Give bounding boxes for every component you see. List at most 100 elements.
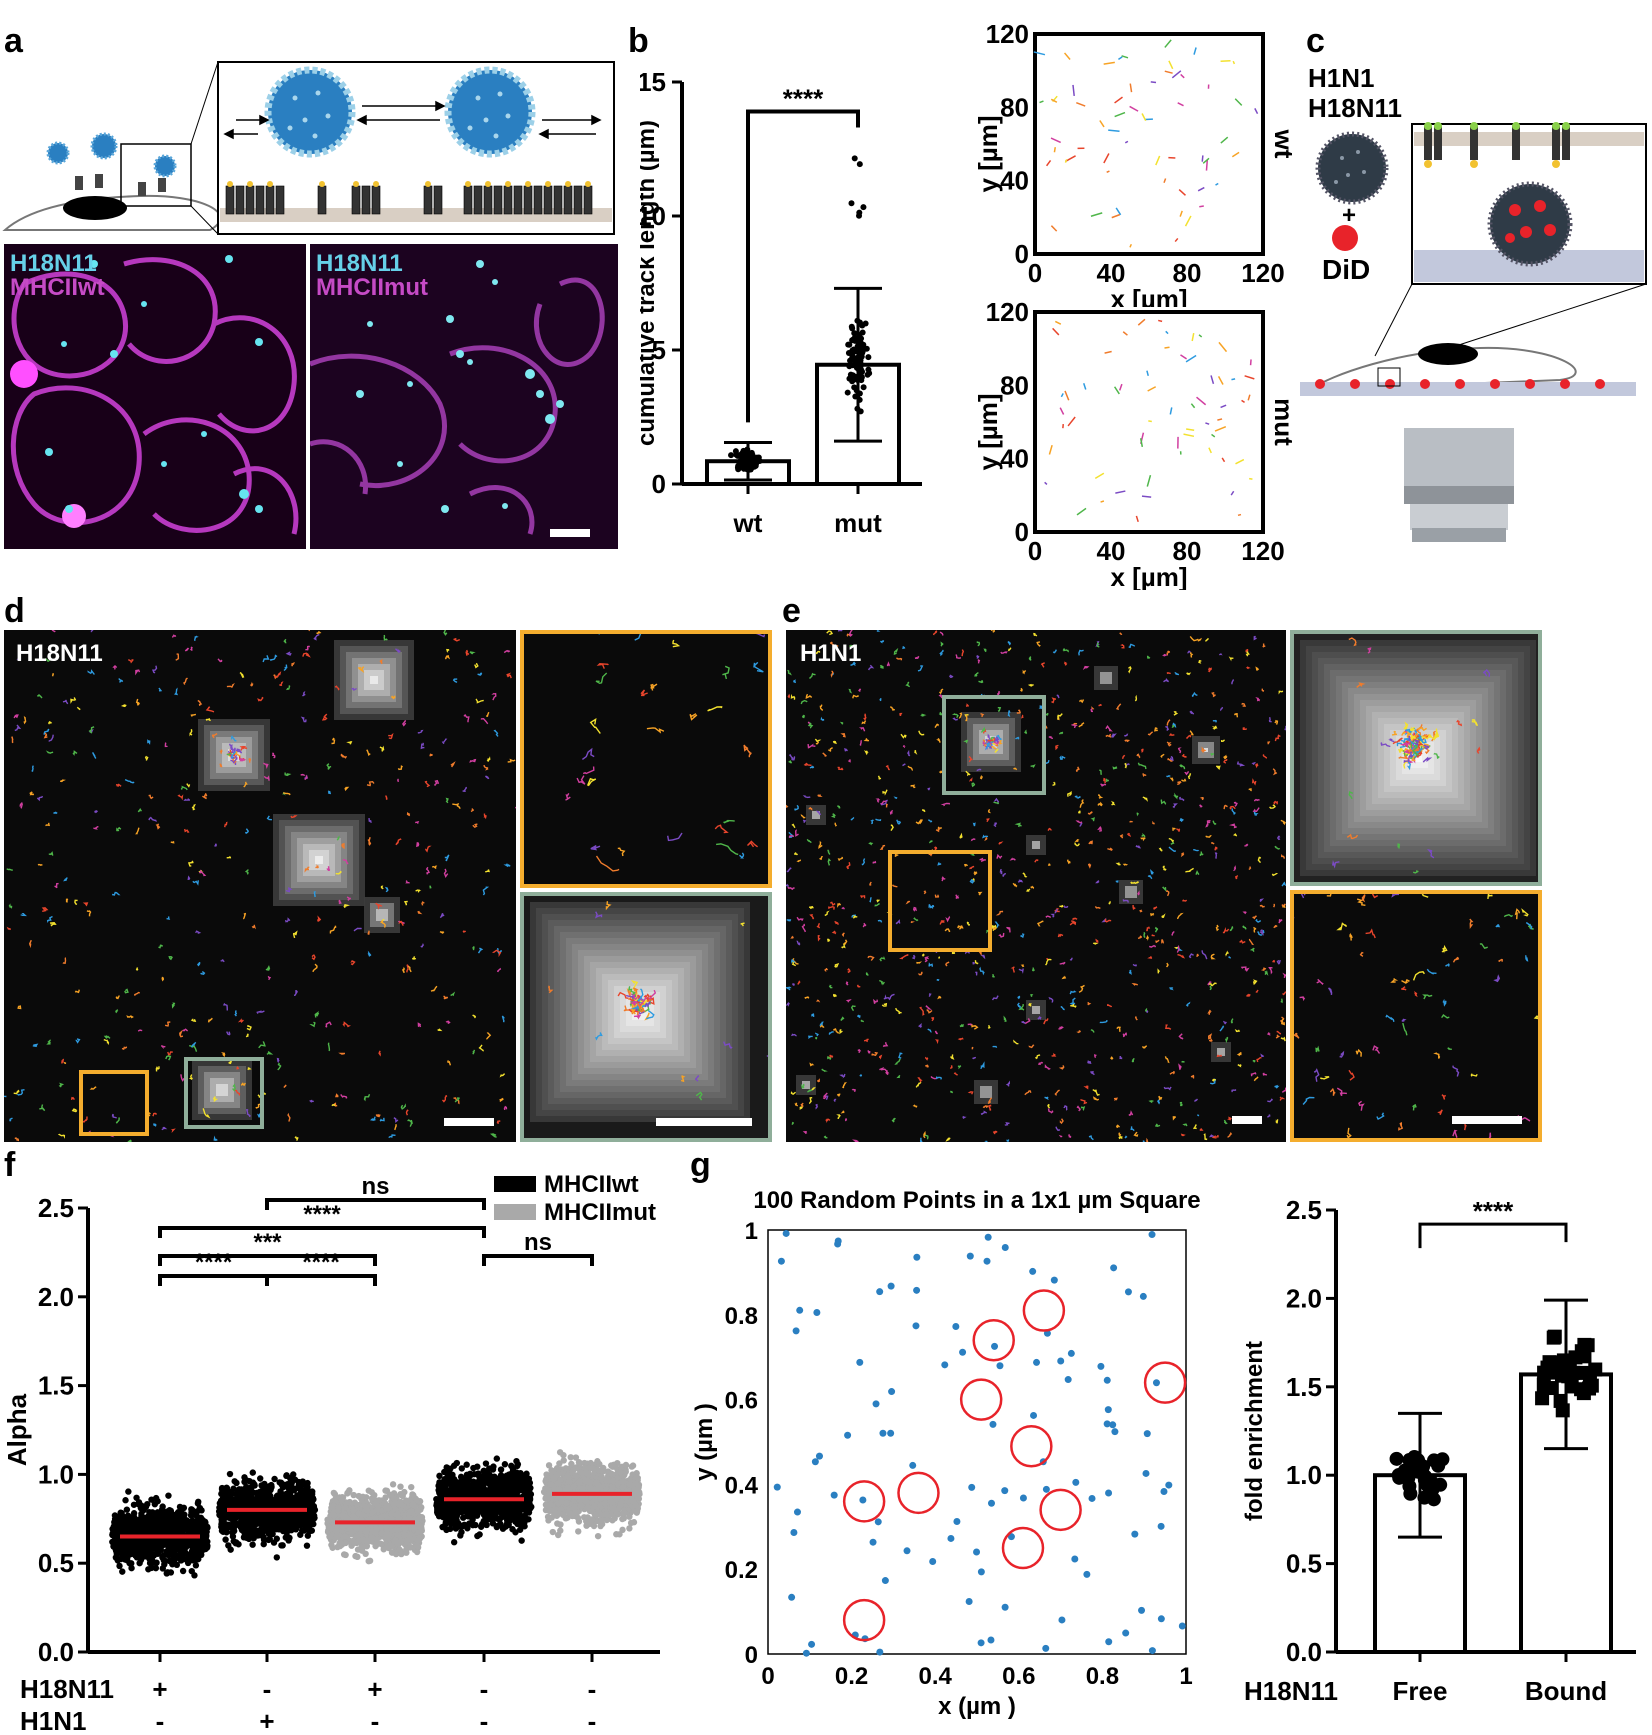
track bbox=[425, 845, 432, 853]
track bbox=[1233, 712, 1239, 718]
track bbox=[87, 669, 95, 675]
track bbox=[877, 919, 883, 923]
track bbox=[1503, 913, 1513, 918]
data-point bbox=[136, 1559, 143, 1567]
track bbox=[971, 1046, 974, 1050]
track bbox=[980, 954, 986, 960]
track bbox=[1206, 820, 1211, 824]
track bbox=[1095, 938, 1099, 943]
track bbox=[309, 1099, 314, 1103]
data-point bbox=[388, 1511, 395, 1518]
track bbox=[1409, 752, 1418, 759]
track bbox=[20, 913, 28, 917]
track bbox=[803, 762, 812, 767]
track bbox=[415, 821, 420, 824]
track bbox=[1122, 863, 1129, 866]
track bbox=[1148, 1100, 1154, 1104]
track bbox=[1320, 1076, 1330, 1080]
track bbox=[1128, 969, 1132, 975]
track bbox=[997, 707, 1002, 712]
track bbox=[1195, 870, 1200, 876]
track bbox=[1034, 859, 1039, 863]
track bbox=[203, 793, 208, 798]
track bbox=[856, 984, 861, 988]
track bbox=[983, 648, 987, 653]
track bbox=[187, 875, 191, 880]
data-point bbox=[116, 1541, 123, 1549]
track bbox=[714, 824, 729, 834]
data-point bbox=[350, 1491, 357, 1499]
track bbox=[506, 672, 512, 679]
track bbox=[807, 1089, 813, 1093]
track bbox=[994, 744, 999, 747]
track bbox=[88, 726, 95, 734]
track bbox=[124, 778, 135, 784]
track bbox=[167, 1051, 173, 1056]
track bbox=[194, 635, 199, 641]
track bbox=[1163, 678, 1170, 683]
track bbox=[1433, 1052, 1441, 1059]
track bbox=[1410, 732, 1416, 742]
track bbox=[1165, 330, 1169, 335]
track bbox=[1122, 899, 1129, 903]
track bbox=[1037, 1015, 1042, 1021]
track bbox=[265, 965, 271, 972]
track bbox=[1059, 407, 1065, 415]
track bbox=[245, 1033, 249, 1038]
track bbox=[786, 919, 792, 922]
track bbox=[1422, 994, 1433, 1000]
track bbox=[1417, 726, 1427, 732]
track bbox=[1392, 737, 1403, 745]
track bbox=[155, 1066, 160, 1072]
track bbox=[1048, 444, 1053, 455]
track bbox=[164, 1021, 171, 1027]
track bbox=[1242, 727, 1248, 730]
track bbox=[1336, 1087, 1347, 1097]
track bbox=[882, 789, 888, 796]
data-point bbox=[361, 1537, 368, 1545]
track bbox=[1253, 926, 1257, 933]
data-point bbox=[851, 330, 858, 337]
row-h18n11-value: + bbox=[152, 1674, 167, 1704]
track bbox=[723, 1041, 733, 1049]
track bbox=[617, 991, 629, 999]
data-point bbox=[414, 1542, 421, 1550]
track bbox=[830, 813, 836, 819]
track bbox=[937, 862, 942, 866]
track bbox=[424, 780, 431, 788]
track bbox=[498, 1097, 504, 1102]
y-tick-label: 120 bbox=[986, 300, 1029, 327]
track bbox=[969, 865, 975, 870]
track bbox=[1147, 875, 1153, 880]
data-point bbox=[338, 1497, 346, 1504]
track bbox=[1166, 962, 1169, 968]
data-point bbox=[111, 1515, 119, 1523]
data-point bbox=[277, 1489, 284, 1496]
particle-spot bbox=[1414, 754, 1422, 762]
track bbox=[441, 1095, 448, 1103]
track bbox=[1017, 995, 1021, 1000]
track bbox=[1076, 507, 1087, 516]
track bbox=[1242, 911, 1247, 915]
track bbox=[1281, 881, 1286, 887]
micrograph-wt-label-virus: H18N11 bbox=[10, 250, 97, 277]
track bbox=[722, 665, 730, 680]
track bbox=[1445, 963, 1450, 967]
track bbox=[1154, 926, 1159, 933]
data-point bbox=[845, 341, 852, 348]
data-point bbox=[267, 1510, 275, 1518]
data-point bbox=[382, 1532, 390, 1540]
track bbox=[976, 655, 980, 660]
track bbox=[840, 1110, 845, 1114]
track bbox=[211, 733, 218, 739]
track bbox=[313, 890, 316, 898]
data-point bbox=[118, 1509, 125, 1517]
track bbox=[1259, 898, 1265, 902]
track bbox=[249, 681, 254, 687]
track bbox=[284, 772, 292, 777]
track bbox=[1359, 951, 1364, 957]
track bbox=[886, 661, 891, 667]
track bbox=[1391, 730, 1397, 736]
track bbox=[871, 1052, 879, 1057]
